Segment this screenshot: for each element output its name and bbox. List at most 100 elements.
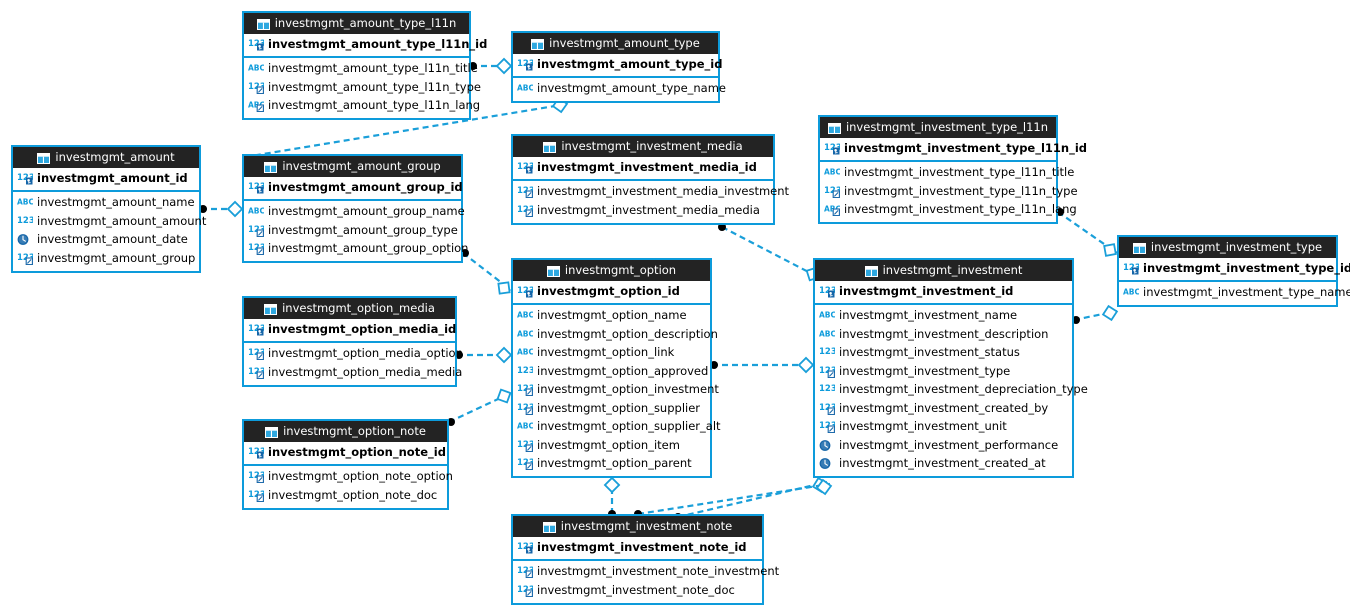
foreign-key-number-icon: 123 (517, 585, 533, 597)
column-label: investmgmt_option_parent (537, 456, 692, 471)
table-header-investment_media[interactable]: investmgmt_investment_media (513, 136, 773, 157)
table-header-option[interactable]: investmgmt_option (513, 260, 710, 281)
table-header-investment[interactable]: investmgmt_investment (815, 260, 1072, 281)
text-abc-icon: ABC (517, 84, 533, 93)
table-title: investmgmt_amount (55, 150, 175, 164)
relationship-line (637, 482, 831, 516)
table-title: investmgmt_amount_group (282, 159, 441, 173)
column-row[interactable]: 123 investmgmt_option_parent (513, 455, 710, 474)
svg-text:123: 123 (517, 458, 533, 468)
foreign-key-number-icon: 123 (517, 384, 533, 397)
column-label: investmgmt_investment_unit (839, 419, 1007, 434)
column-row[interactable]: investmgmt_investment_performance (815, 436, 1072, 455)
relationship-target-diamond (1103, 243, 1117, 257)
relationship-target-diamond (497, 281, 511, 295)
table-header-amount[interactable]: investmgmt_amount (13, 147, 199, 168)
svg-text:123: 123 (248, 447, 264, 457)
svg-text:123: 123 (517, 440, 533, 450)
table-header-amount_type_l11n[interactable]: investmgmt_amount_type_l11n (244, 13, 469, 34)
svg-text:123: 123 (517, 366, 533, 376)
table-header-option_note[interactable]: investmgmt_option_note (244, 421, 447, 442)
column-row[interactable]: investmgmt_amount_date (13, 231, 199, 250)
rel-option-self-parent (603, 476, 621, 518)
column-label: investmgmt_investment_type_l11n_lang (844, 202, 1077, 217)
foreign-key-number-icon: 123 (517, 566, 533, 579)
relationship-line (462, 252, 512, 291)
table-header-investment_note[interactable]: investmgmt_investment_note (513, 516, 762, 537)
table-header-option_media[interactable]: investmgmt_option_media (244, 298, 455, 319)
table-header-investment_type[interactable]: investmgmt_investment_type (1119, 237, 1336, 258)
column-row[interactable]: investmgmt_investment_created_at (815, 455, 1072, 474)
table-header-amount_type[interactable]: investmgmt_amount_type (513, 33, 718, 54)
column-label: investmgmt_investment_media_id (537, 159, 757, 174)
svg-text:ABC: ABC (819, 329, 835, 338)
table-header-amount_group[interactable]: investmgmt_amount_group (244, 156, 461, 177)
table-header-investment_type_l11n[interactable]: investmgmt_investment_type_l11n (820, 117, 1056, 138)
number-icon: 123 (819, 347, 835, 357)
